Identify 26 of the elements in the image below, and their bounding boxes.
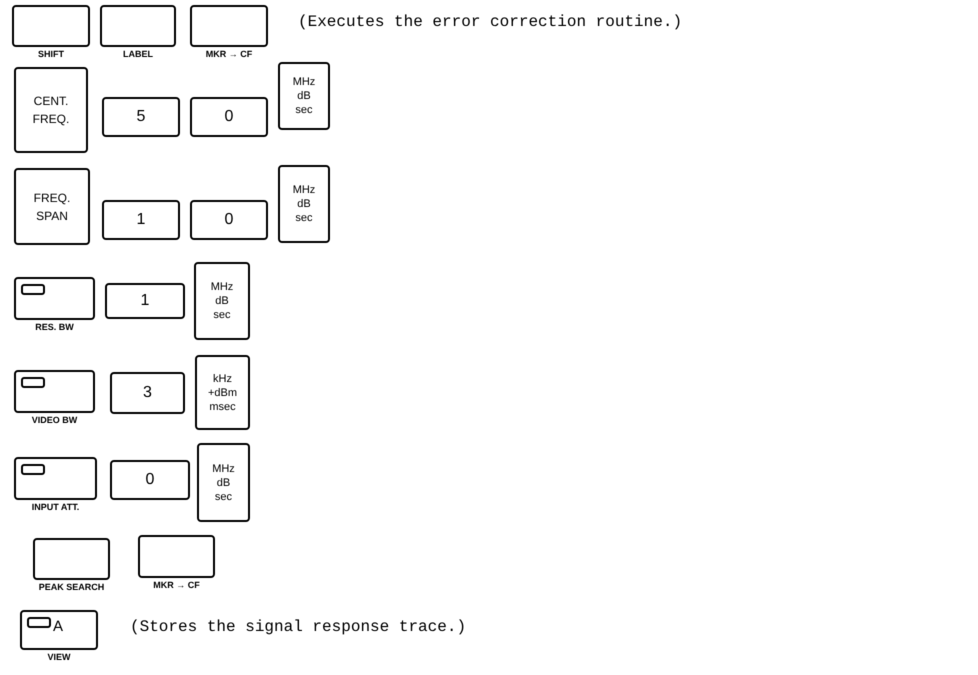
key-legend: MHz dB sec: [212, 462, 235, 504]
key-legend: 1: [140, 289, 150, 313]
key-label: MKR → CF: [153, 580, 200, 591]
key-legend: 0: [146, 468, 154, 492]
note-text: (Stores the signal response trace.): [130, 617, 466, 638]
key-label: SHIFT: [38, 49, 64, 60]
key-legend: CENT. FREQ.: [29, 92, 73, 128]
key-legend: 0: [224, 105, 234, 129]
key-legend: MHz dB sec: [292, 183, 316, 225]
key-legend: 0: [224, 208, 234, 232]
key-label: INPUT ATT.: [32, 502, 80, 513]
key-label: PEAK SEARCH: [38, 582, 104, 593]
key-legend: 5: [136, 105, 146, 129]
key-legend: 3: [143, 381, 152, 405]
key-label: LABEL: [123, 49, 153, 60]
key-legend: kHz +dBm msec: [208, 372, 238, 414]
key-legend: A: [53, 619, 64, 635]
key-label: VIEW: [47, 652, 70, 663]
key-legend: MHz dB sec: [210, 280, 234, 322]
key-label: MKR → CF: [206, 49, 252, 60]
note-text: (Executes the error correction routine.): [298, 12, 682, 33]
key-label: VIDEO BW: [32, 415, 78, 426]
key-legend: MHz dB sec: [292, 75, 316, 117]
key-label: RES. BW: [35, 322, 74, 333]
key-legend: 1: [136, 208, 146, 232]
key-legend: FREQ. SPAN: [30, 188, 74, 224]
